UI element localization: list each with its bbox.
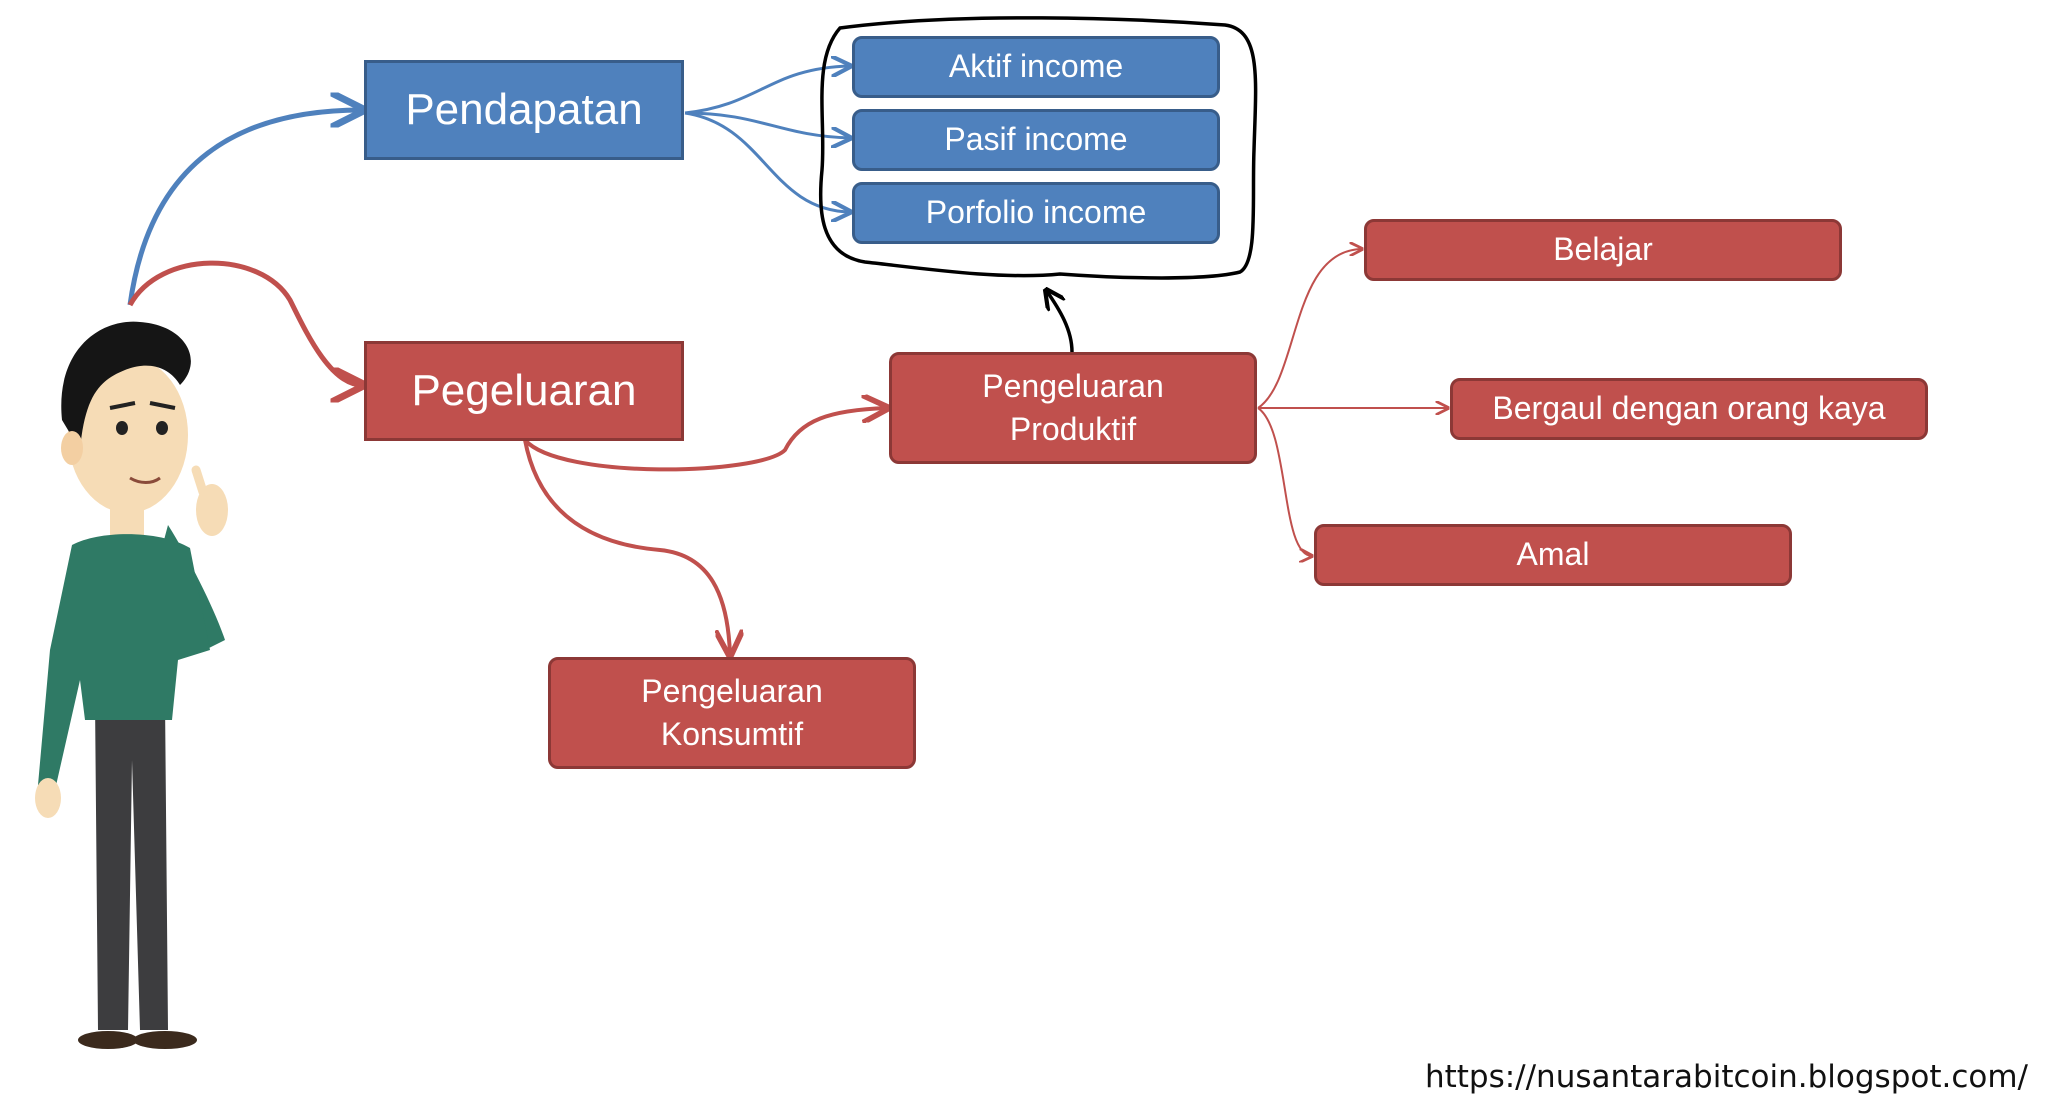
node-pasif-income-label: Pasif income	[944, 121, 1128, 158]
person-illustration	[35, 321, 228, 1049]
arrow-to-pasif	[684, 111, 850, 138]
arrow-to-belajar	[1257, 249, 1362, 409]
node-aktif-income-label: Aktif income	[948, 48, 1124, 85]
node-porfolio-income-label: Porfolio income	[925, 194, 1147, 231]
arrow-person-pegeluaran	[127, 260, 362, 385]
arrow-to-konsumtif	[523, 439, 730, 655]
arrow-to-amal	[1257, 407, 1312, 556]
node-pendapatan-label: Pendapatan	[405, 85, 643, 135]
arrow-person-pendapatan	[127, 110, 362, 306]
node-pegeluaran-label: Pegeluaran	[411, 366, 637, 416]
node-pengeluaran-produktif: Pengeluaran Produktif	[889, 352, 1257, 464]
node-pengeluaran-konsumtif: Pengeluaran Konsumtif	[548, 657, 916, 769]
node-pasif-income: Pasif income	[852, 109, 1220, 171]
income-outline	[818, 16, 1258, 280]
node-amal: Amal	[1314, 524, 1792, 586]
node-amal-label: Amal	[1516, 536, 1590, 573]
node-bergaul-label: Bergaul dengan orang kaya	[1492, 390, 1886, 427]
node-aktif-income: Aktif income	[852, 36, 1220, 98]
node-porfolio-income: Porfolio income	[852, 182, 1220, 244]
node-bergaul: Bergaul dengan orang kaya	[1450, 378, 1928, 440]
node-belajar-label: Belajar	[1553, 231, 1653, 268]
arrow-to-aktif	[684, 66, 850, 115]
arrow-produktif-to-income	[1046, 290, 1074, 353]
node-produktif-line-2: Produktif	[1009, 411, 1137, 447]
node-konsumtif-line-2: Konsumtif	[660, 716, 804, 752]
node-belajar: Belajar	[1364, 219, 1842, 281]
arrow-to-produktif	[523, 408, 887, 472]
node-konsumtif-line-1: Pengeluaran	[641, 672, 823, 709]
node-pendapatan: Pendapatan	[364, 60, 684, 160]
node-produktif-line-1: Pengeluaran	[982, 367, 1164, 404]
source-url: https://nusantarabitcoin.blogspot.com/	[1424, 1059, 2028, 1095]
node-pegeluaran: Pegeluaran	[364, 341, 684, 441]
arrow-to-porfolio	[684, 111, 850, 212]
